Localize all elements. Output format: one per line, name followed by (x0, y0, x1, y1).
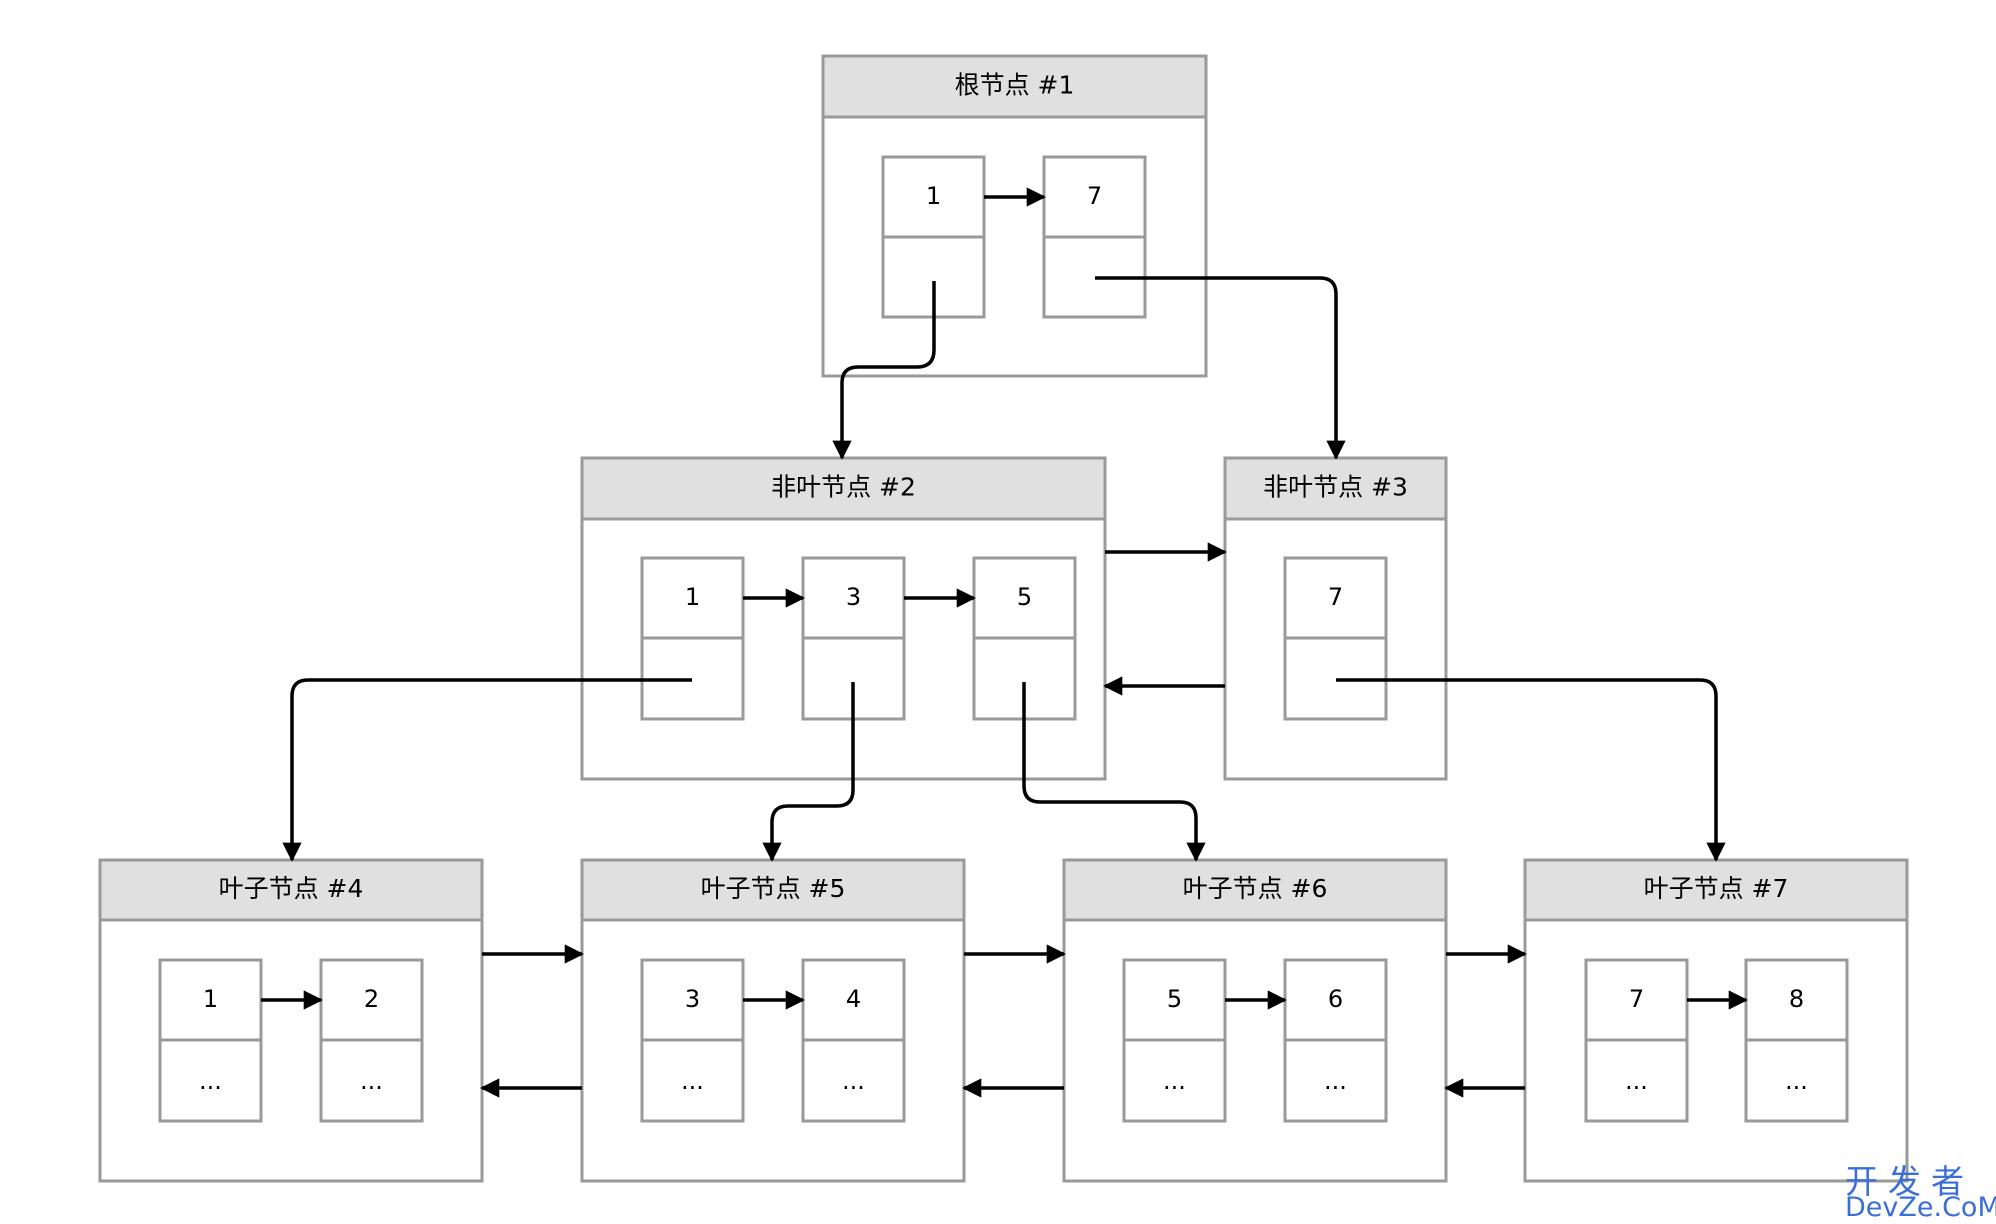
node-2-title: 非叶节点 #2 (771, 473, 916, 502)
node-4-val-1: ... (199, 1067, 222, 1095)
node-4-val-2: ... (360, 1067, 383, 1095)
node-5-val-cell-2 (801, 1038, 906, 1123)
node-4-key-1: 1 (203, 985, 218, 1013)
node-5-key-cell-2 (801, 958, 906, 1042)
edges (261, 187, 1748, 1098)
node-6-val-cell-2 (1283, 1038, 1388, 1123)
node-6-title: 叶子节点 #6 (1183, 874, 1328, 903)
node-5-key-cell-1 (640, 958, 745, 1042)
edge-n2-to-n4 (282, 678, 692, 862)
node-7-val-1: ... (1625, 1067, 1648, 1095)
leaf-node-7: 叶子节点 #7 7 ... 8 ... (1523, 858, 1909, 1183)
leaf-node-5: 叶子节点 #5 3 ... 4 ... (580, 858, 966, 1183)
node-6-key-1: 5 (1167, 985, 1182, 1013)
node-3-title: 非叶节点 #3 (1263, 473, 1408, 502)
node-4-val-cell-2 (319, 1038, 424, 1123)
node-7-val-cell-2 (1744, 1038, 1849, 1123)
node-6-key-2: 6 (1328, 985, 1343, 1013)
node-7-title: 叶子节点 #7 (1644, 874, 1789, 903)
node-5-title: 叶子节点 #5 (701, 874, 846, 903)
edge-n1-to-n3 (1095, 276, 1346, 460)
leaf-node-6: 叶子节点 #6 5 ... 6 ... (1062, 858, 1448, 1183)
node-7-val-2: ... (1785, 1067, 1808, 1095)
node-5-val-1: ... (681, 1067, 704, 1095)
node-6-val-1: ... (1163, 1067, 1186, 1095)
node-1-key-2: 7 (1087, 182, 1102, 210)
node-3-key-cell-1 (1283, 556, 1388, 640)
node-2-key-3: 5 (1017, 583, 1032, 611)
node-4-key-2: 2 (364, 985, 379, 1013)
node-1-title: 根节点 #1 (955, 71, 1075, 100)
node-4-val-cell-1 (158, 1038, 263, 1123)
node-5-key-1: 3 (685, 985, 700, 1013)
node-7-key-1: 7 (1629, 985, 1644, 1013)
node-4-key-cell-2 (319, 958, 424, 1042)
leaf-node-4: 叶子节点 #4 1 ... 2 ... (98, 858, 484, 1183)
edge-n1-to-n2 (832, 281, 936, 460)
node-2-key-1: 1 (685, 583, 700, 611)
watermark: 开发者 DevZe.CoM (1845, 1162, 1996, 1223)
edge-n2-to-n5 (762, 682, 855, 862)
internal-node-2: 非叶节点 #2 1 3 5 (580, 456, 1107, 781)
node-7-val-cell-1 (1584, 1038, 1689, 1123)
node-4-title: 叶子节点 #4 (219, 874, 364, 903)
node-4-key-cell-1 (158, 958, 263, 1042)
node-3-key-1: 7 (1328, 583, 1343, 611)
node-6-val-2: ... (1324, 1067, 1347, 1095)
root-node-1: 根节点 #1 1 7 (821, 54, 1208, 378)
node-6-val-cell-1 (1122, 1038, 1227, 1123)
node-5-key-2: 4 (846, 985, 861, 1013)
node-5-val-2: ... (842, 1067, 865, 1095)
internal-node-3: 非叶节点 #3 7 (1223, 456, 1448, 781)
node-7-key-2: 8 (1789, 985, 1804, 1013)
edge-n3-to-n7 (1336, 678, 1726, 862)
node-2-key-2: 3 (846, 583, 861, 611)
node-5-val-cell-1 (640, 1038, 745, 1123)
watermark-en: DevZe.CoM (1845, 1192, 1996, 1223)
node-1-key-1: 1 (926, 182, 941, 210)
edge-n2-to-n6 (1022, 682, 1206, 862)
watermark-cn: 开发者 (1845, 1162, 1974, 1201)
